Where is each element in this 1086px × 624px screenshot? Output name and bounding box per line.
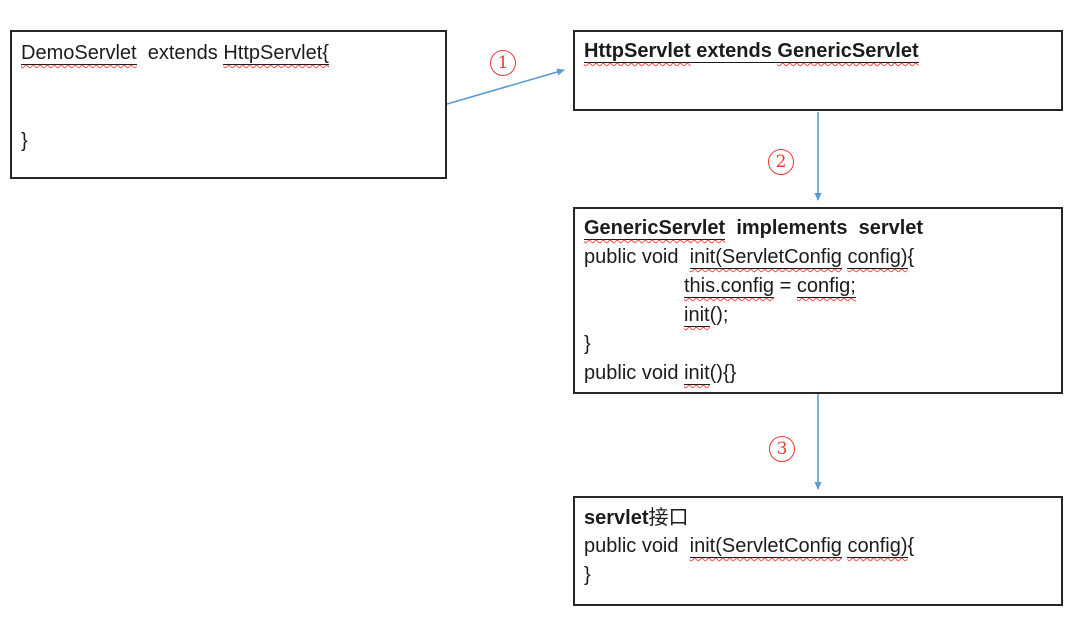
code-segment: }: [584, 564, 591, 586]
code-segment: extends: [690, 40, 778, 63]
code-segment: }: [21, 130, 28, 152]
code-segment: config;: [796, 275, 856, 298]
blank-line: [21, 68, 436, 126]
step-badge-3: 3: [769, 436, 795, 462]
step-badge-1: 1: [490, 50, 516, 76]
code-segment: config): [847, 246, 908, 269]
code-line: }: [584, 561, 1052, 590]
code-segment: {: [907, 535, 915, 557]
class-box-httpservlet: HttpServlet extends GenericServlet: [573, 30, 1063, 111]
code-segment: }: [584, 333, 591, 355]
code-segment: this.config: [684, 275, 775, 298]
code-line: HttpServlet extends GenericServlet: [584, 37, 1052, 66]
code-line: GenericServlet implements servlet: [584, 214, 1052, 243]
code-segment: {: [907, 246, 915, 268]
code-segment: public void: [584, 535, 690, 557]
code-line: public void init(){}: [584, 359, 1052, 388]
code-segment: config): [847, 535, 908, 558]
code-segment: HttpServlet: [584, 40, 691, 63]
code-line: }: [21, 126, 436, 156]
code-segment: init: [684, 304, 710, 327]
code-segment: GenericServlet: [584, 217, 726, 240]
step-badge-2: 2: [768, 149, 794, 175]
code-segment: DemoServlet: [21, 42, 137, 65]
code-segment: servlet: [584, 507, 649, 529]
code-segment: ();: [709, 304, 729, 326]
code-segment: public void: [584, 246, 690, 268]
code-segment: implements servlet: [725, 217, 924, 239]
code-segment: (){}: [709, 362, 737, 384]
code-segment: init(ServletConfig: [689, 246, 842, 269]
code-segment: =: [774, 275, 797, 297]
code-line: init();: [584, 301, 1052, 330]
code-line: servlet接口: [584, 503, 1052, 532]
code-line: public void init(ServletConfig config){: [584, 243, 1052, 272]
code-segment: public void: [584, 362, 685, 384]
code-line: this.config = config;: [584, 272, 1052, 301]
code-segment: init(ServletConfig: [689, 535, 842, 558]
class-box-demoservlet: DemoServlet extends HttpServlet{}: [10, 30, 447, 179]
code-segment: HttpServlet{: [223, 42, 329, 65]
code-line: public void init(ServletConfig config){: [584, 532, 1052, 561]
code-segment: init: [684, 362, 710, 385]
code-segment: GenericServlet: [777, 40, 919, 63]
code-segment: 接口: [648, 505, 689, 529]
code-line: DemoServlet extends HttpServlet{: [21, 38, 436, 68]
code-segment: extends: [136, 42, 224, 64]
code-line: }: [584, 330, 1052, 359]
